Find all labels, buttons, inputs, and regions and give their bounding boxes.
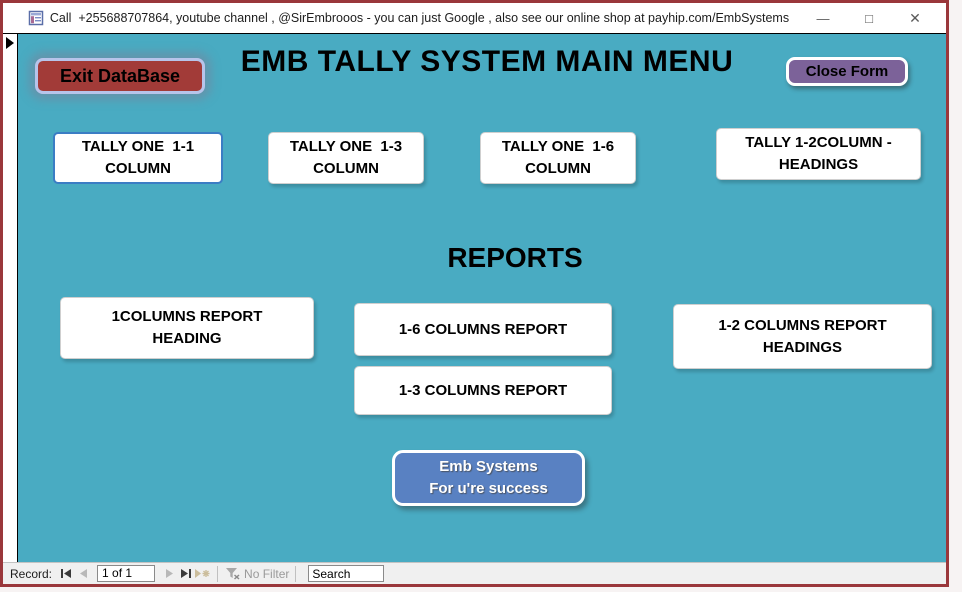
emb-systems-brand-button[interactable]: Emb Systems For u're success	[392, 450, 585, 506]
navbar-separator	[217, 565, 219, 582]
filter-icon[interactable]	[224, 566, 241, 582]
first-record-button[interactable]	[58, 566, 75, 582]
new-record-button[interactable]	[194, 566, 211, 582]
title-bar: Call +255688707864, youtube channel , @S…	[3, 3, 946, 33]
tally-one-1-3-column-button[interactable]: TALLY ONE 1-3 COLUMN	[268, 132, 424, 184]
exit-database-button[interactable]: Exit DataBase	[35, 58, 205, 94]
tally-one-1-6-column-button[interactable]: TALLY ONE 1-6 COLUMN	[480, 132, 636, 184]
close-window-button[interactable]: ✕	[909, 9, 921, 26]
record-navigation-bar: Record: 1 of 1 No Filter	[3, 562, 946, 584]
form-area: Exit DataBase EMB TALLY SYSTEM MAIN MENU…	[3, 33, 946, 562]
window-title: Call +255688707864, youtube channel , @S…	[49, 11, 790, 25]
record-selector-column[interactable]	[3, 34, 18, 562]
record-label: Record:	[10, 566, 53, 581]
minimize-button[interactable]: —	[816, 10, 830, 26]
page-title: EMB TALLY SYSTEM MAIN MENU	[240, 45, 734, 78]
1-6-columns-report-button[interactable]: 1-6 COLUMNS REPORT	[354, 303, 612, 356]
last-record-button[interactable]	[177, 566, 194, 582]
maximize-button[interactable]: □	[865, 10, 873, 26]
access-form-window: Call +255688707864, youtube channel , @S…	[0, 0, 949, 587]
search-input[interactable]	[308, 565, 385, 582]
1-columns-report-heading-button[interactable]: 1COLUMNS REPORT HEADING	[60, 297, 314, 359]
navbar-separator	[295, 565, 297, 582]
brand-line-2: For u're success	[429, 480, 548, 497]
1-2-columns-report-headings-button[interactable]: 1-2 COLUMNS REPORT HEADINGS	[673, 304, 932, 369]
tally-one-1-1-column-button[interactable]: TALLY ONE 1-1 COLUMN	[53, 132, 223, 184]
next-record-button[interactable]	[160, 566, 177, 582]
current-record-box[interactable]: 1 of 1	[97, 565, 156, 582]
form-canvas: Exit DataBase EMB TALLY SYSTEM MAIN MENU…	[18, 34, 946, 562]
brand-line-1: Emb Systems	[439, 457, 538, 475]
reports-section-heading: REPORTS	[447, 242, 583, 273]
1-3-columns-report-button[interactable]: 1-3 COLUMNS REPORT	[354, 366, 612, 415]
close-form-button[interactable]: Close Form	[786, 57, 908, 86]
record-selector-arrow-icon	[6, 37, 14, 49]
tally-1-2-column-headings-button[interactable]: TALLY 1-2COLUMN - HEADINGS	[716, 128, 921, 180]
access-form-icon	[28, 10, 44, 26]
previous-record-button[interactable]	[75, 566, 92, 582]
no-filter-label[interactable]: No Filter	[244, 566, 290, 581]
